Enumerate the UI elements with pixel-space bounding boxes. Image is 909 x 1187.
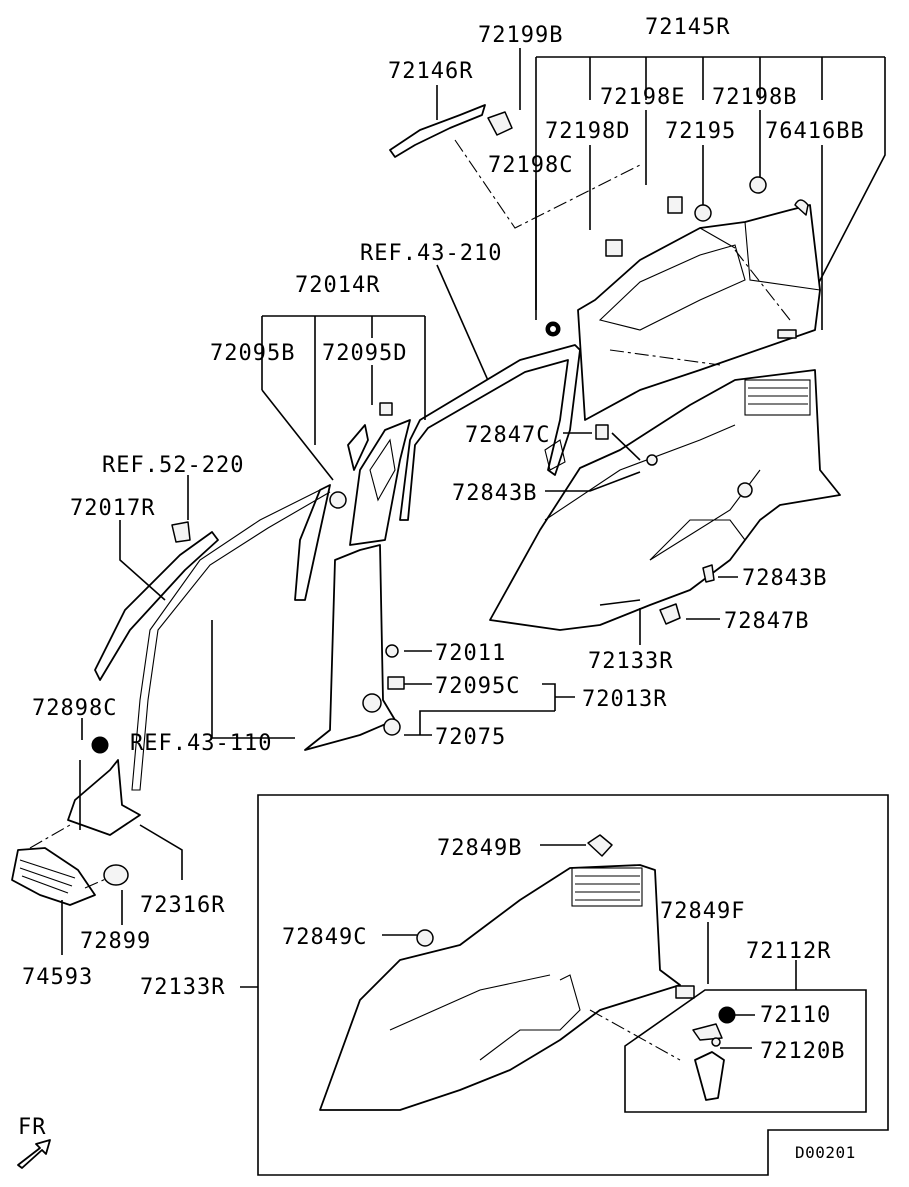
label-72095D: 72095D xyxy=(322,341,407,366)
label-74593: 74593 xyxy=(22,965,93,990)
label-72898C: 72898C xyxy=(32,696,117,721)
weatherstrip-ref-43-110 xyxy=(131,484,331,791)
label-72095B: 72095B xyxy=(210,341,295,366)
label-72146R: 72146R xyxy=(388,59,473,84)
label-72843B-lower: 72843B xyxy=(742,566,827,591)
part-labels: 72199B 72145R 72146R 72198E 72198B 72198… xyxy=(18,15,865,1162)
label-72198D: 72198D xyxy=(545,119,630,144)
screw-icon xyxy=(385,644,399,658)
detail-box xyxy=(240,794,889,1176)
clip-icon xyxy=(595,424,609,440)
quarter-lower-trim-upper xyxy=(489,369,841,645)
quarter-upper-trim-group xyxy=(535,56,886,421)
nut-icon xyxy=(718,1006,736,1024)
screw-icon xyxy=(711,1037,721,1047)
clip-icon xyxy=(103,864,129,886)
label-72112R: 72112R xyxy=(746,939,831,964)
screw-icon xyxy=(646,454,658,466)
label-72198B: 72198B xyxy=(712,85,797,110)
clip-icon xyxy=(675,985,695,999)
label-72847B: 72847B xyxy=(724,609,809,634)
label-72899: 72899 xyxy=(80,929,151,954)
front-direction-arrow xyxy=(17,1139,51,1169)
label-ref-43-210: REF.43-210 xyxy=(360,241,502,266)
drawing-code: D00201 xyxy=(795,1143,856,1162)
label-72145R: 72145R xyxy=(645,15,730,40)
cover-icon xyxy=(694,1051,725,1101)
label-72013R: 72013R xyxy=(582,687,667,712)
weatherstrip-ref-43-210 xyxy=(399,264,581,521)
clip-icon xyxy=(171,521,191,543)
label-72017R: 72017R xyxy=(70,496,155,521)
clip-icon xyxy=(387,676,405,690)
screw-icon xyxy=(702,564,715,583)
bracket-icon xyxy=(692,1023,723,1041)
label-ref-43-110: REF.43-110 xyxy=(130,731,272,756)
clip-icon xyxy=(667,196,683,214)
label-72849C: 72849C xyxy=(282,925,367,950)
label-72110: 72110 xyxy=(760,1003,831,1028)
pillar-72017R xyxy=(94,475,219,681)
label-72133R-detail: 72133R xyxy=(140,975,225,1000)
label-72014R: 72014R xyxy=(295,273,380,298)
label-72198E: 72198E xyxy=(600,85,685,110)
label-ref-52-220: REF.52-220 xyxy=(102,453,244,478)
grommet-icon xyxy=(329,491,347,509)
label-72847C: 72847C xyxy=(465,423,550,448)
clip-icon xyxy=(659,603,681,625)
label-72095C: 72095C xyxy=(435,674,520,699)
lower-pillar-72013R xyxy=(304,544,575,751)
quarter-upper-trim xyxy=(577,204,821,421)
washer-icon xyxy=(694,204,712,222)
pillar-trim-72014R xyxy=(261,315,426,546)
clip-icon xyxy=(416,929,434,947)
label-72849F: 72849F xyxy=(660,899,745,924)
clip-icon xyxy=(605,239,623,257)
label-72120B: 72120B xyxy=(760,1039,845,1064)
grommet-icon xyxy=(91,736,109,754)
label-72133R-main: 72133R xyxy=(588,649,673,674)
fastener-icon xyxy=(749,176,767,194)
clip-icon xyxy=(383,718,401,736)
label-72075: 72075 xyxy=(435,725,506,750)
label-72316R: 72316R xyxy=(140,893,225,918)
label-72011: 72011 xyxy=(435,641,506,666)
label-72849B: 72849B xyxy=(437,836,522,861)
label-72199B: 72199B xyxy=(478,23,563,48)
label-72198C: 72198C xyxy=(488,153,573,178)
screw-icon xyxy=(487,111,513,136)
label-72843B-upper: 72843B xyxy=(452,481,537,506)
bracket-and-vent xyxy=(11,718,183,955)
label-76416BB: 76416BB xyxy=(765,119,865,144)
clip-icon xyxy=(587,834,613,857)
label-72195: 72195 xyxy=(665,119,736,144)
molding-72146R xyxy=(389,48,641,229)
label-direction-fr: FR xyxy=(18,1115,47,1140)
